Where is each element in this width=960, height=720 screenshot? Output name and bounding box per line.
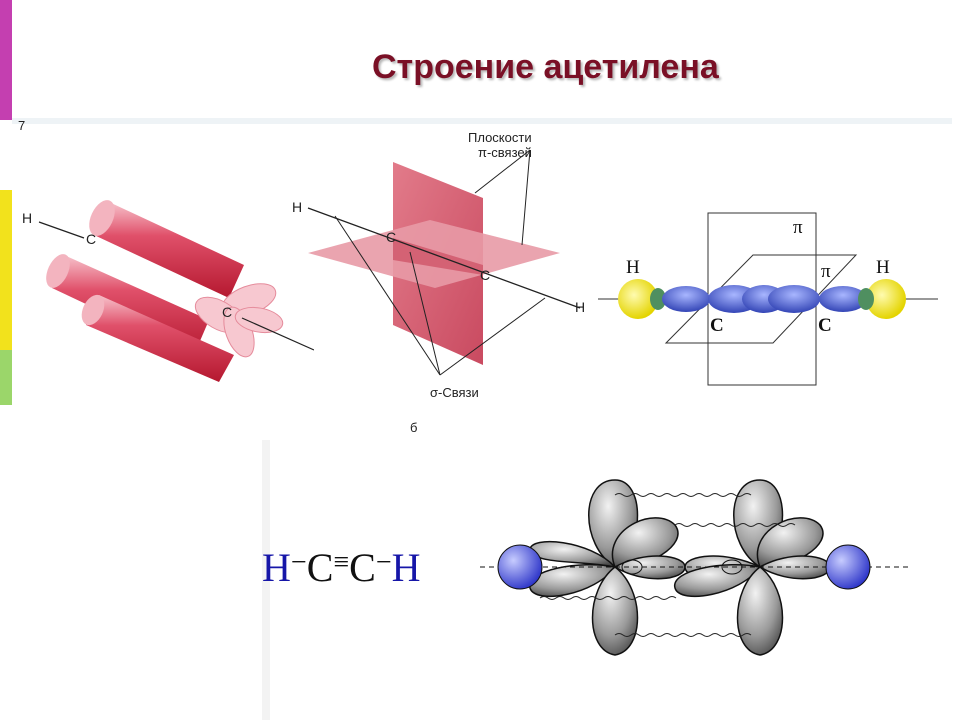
label-pi-planes-line1: Плоскости <box>468 130 532 145</box>
hydrogen-left <box>497 544 543 590</box>
label-pi-top: π <box>793 217 803 238</box>
atom-c-right: C <box>222 304 232 320</box>
cylinder-bottom <box>81 294 234 382</box>
page-title: Строение ацетилена <box>372 48 719 86</box>
formula-h-right: H <box>391 545 421 590</box>
formula-single-bond-right: − <box>375 547 392 578</box>
orbital-lobes-right <box>194 283 284 358</box>
decor-stripe-purple <box>0 0 12 120</box>
atom-c-left: C <box>710 315 724 336</box>
formula-single-bond-left: − <box>290 547 307 578</box>
diagram-d-orbital-lobes <box>480 479 910 656</box>
carbon-left-lobes <box>529 479 686 656</box>
diagram-c-sp-orbitals: π π H H C C <box>598 212 938 386</box>
hydrogen-right <box>866 279 906 319</box>
atom-h-left: H <box>22 210 32 226</box>
formula-h-left: H <box>262 545 291 590</box>
diagram-b-planes: Плоскости π-связей σ-Связи б H C C H <box>292 130 585 435</box>
cylinder-top <box>89 200 244 298</box>
hydrogen-left <box>618 279 658 319</box>
header-divider <box>12 118 952 124</box>
formula-c-left: C <box>306 545 334 590</box>
label-pi-mid: π <box>821 261 831 282</box>
atom-c-left: C <box>386 229 396 245</box>
atom-c-right: C <box>818 315 832 336</box>
molecular-axis <box>307 207 581 309</box>
label-pi-planes-line2: π-связей <box>478 145 532 160</box>
diagram-a-orbitals: 7 H C C H <box>18 120 314 382</box>
decor-stripe-yellow <box>0 190 12 350</box>
bond-h-c-left <box>38 221 85 239</box>
label-sigma-bonds: σ-Связи <box>430 385 479 400</box>
hydrogen-right <box>825 544 871 590</box>
bond-c-h-right <box>241 317 314 351</box>
atom-h-right: H <box>876 257 890 278</box>
atom-c-right: C <box>480 267 490 283</box>
atom-c-left: C <box>86 231 96 247</box>
formula-triple-bond: ≡ <box>333 547 350 578</box>
formula-c-right: C <box>349 545 376 590</box>
atom-h-right: H <box>575 299 585 315</box>
decor-stripe-green <box>0 350 12 405</box>
atom-h-left: H <box>626 257 640 278</box>
structural-formula: H−C≡C−H <box>262 548 421 588</box>
panel-letter-b: б <box>410 420 417 435</box>
panel-edge <box>262 440 270 720</box>
diagram-a-letter: 7 <box>18 120 25 133</box>
pi-overlap-waves <box>539 493 796 637</box>
atom-h-left: H <box>292 199 302 215</box>
sp-orbitals <box>650 285 874 313</box>
